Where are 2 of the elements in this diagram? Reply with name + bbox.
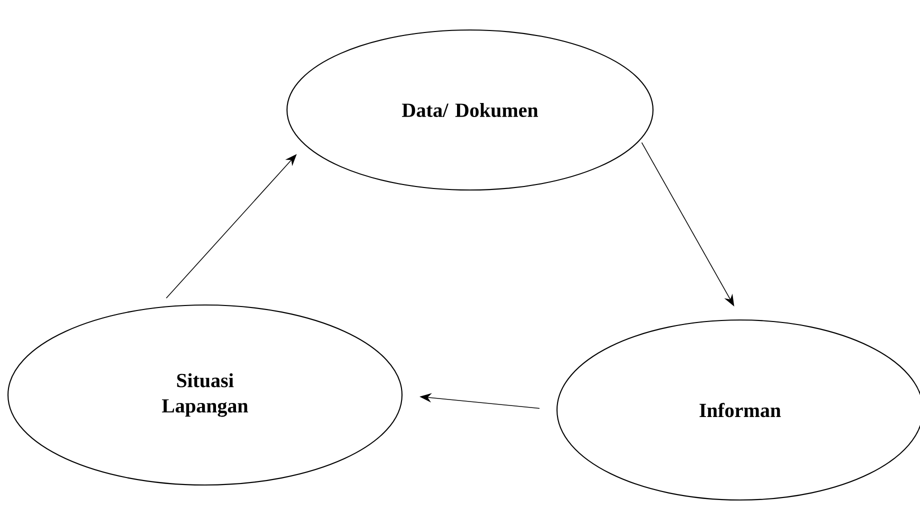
ellipse-node: Data/ Dokumen xyxy=(286,29,654,191)
ellipse-node: Situasi Lapangan xyxy=(7,304,403,486)
